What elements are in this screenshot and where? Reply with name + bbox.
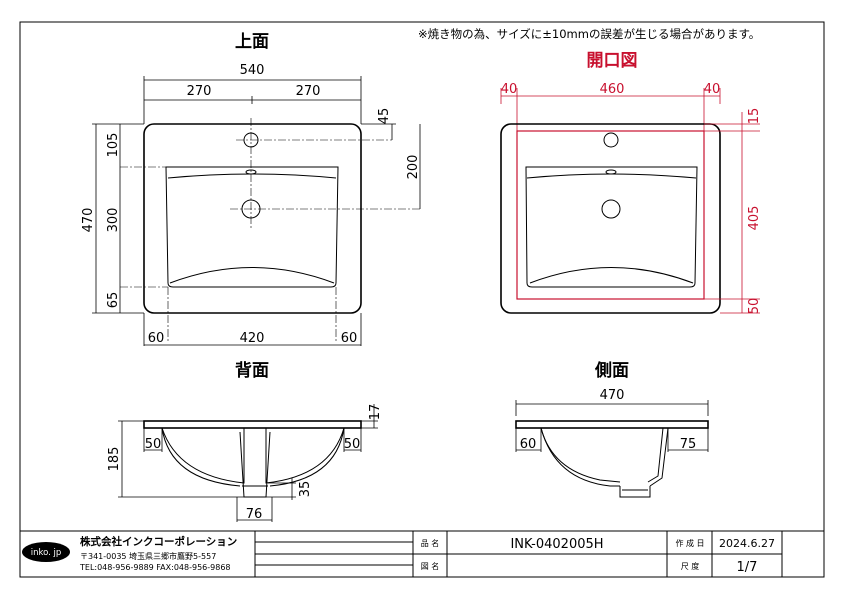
sheet-border [19, 21, 825, 578]
tolerance-note: ※焼き物の為、サイズに±10mmの誤差が生じる場合があります。 [418, 27, 760, 41]
top-view: 上面 540 270 270 45 200 [81, 32, 421, 346]
dim-bowl-width: 420 [240, 331, 265, 346]
title-block: inko. jp 株式会社インクコーポレーション 〒341-0035 埼玉県三郷… [19, 530, 824, 577]
cutout-dim-right: 40 [704, 82, 721, 97]
back-view: 背面 17 50 50 185 35 76 [107, 360, 383, 522]
back-dim-drain-height: 35 [298, 481, 313, 498]
side-dim-depth: 470 [600, 388, 625, 403]
dim-tap-offset: 45 [377, 108, 392, 125]
top-view-title: 上面 [235, 32, 269, 52]
company-logo-text: inko. jp [31, 548, 62, 558]
dim-front-margin: 65 [106, 292, 121, 309]
cutout-dim-back: 15 [747, 108, 762, 125]
cutout-view: 開口図 40 460 40 15 405 50 [500, 51, 762, 315]
dim-left-margin: 60 [148, 331, 165, 346]
company-name: 株式会社インクコーポレーション [80, 535, 237, 548]
dim-drain-offset: 200 [406, 155, 421, 180]
dim-overall-width: 540 [240, 63, 265, 78]
dim-right-half: 270 [296, 84, 321, 99]
company-logo [22, 542, 70, 562]
cutout-dim-front: 50 [747, 298, 762, 315]
company-address: 〒341-0035 埼玉県三郷市鷹野5-557 [80, 551, 216, 561]
dim-overall-depth: 470 [81, 208, 96, 233]
date-value: 2024.6.27 [719, 537, 775, 550]
company-phone: TEL:048-956-9889 FAX:048-956-9868 [79, 563, 231, 572]
side-dim-back-flange: 60 [520, 437, 537, 452]
cutout-view-title: 開口図 [587, 51, 638, 71]
back-dim-right-flange: 50 [344, 437, 361, 452]
cutout-dim-depth: 405 [747, 206, 762, 231]
dim-right-margin: 60 [341, 331, 358, 346]
product-value: INK-0402005H [510, 537, 603, 552]
basin-outline [143, 123, 362, 314]
side-view: 側面 470 60 75 [515, 360, 709, 498]
cutout-opening [516, 130, 705, 300]
back-dim-left-flange: 50 [145, 437, 162, 452]
bowl-outline [165, 166, 339, 288]
side-view-title: 側面 [594, 360, 629, 381]
back-dim-height: 185 [107, 447, 122, 472]
side-rim [515, 420, 709, 429]
dim-bowl-depth: 300 [106, 208, 121, 233]
dim-left-half: 270 [187, 84, 212, 99]
back-dim-drain-width: 76 [246, 507, 263, 522]
scale-value: 1/7 [737, 560, 758, 575]
date-label: 作 成 日 [675, 538, 704, 548]
back-view-title: 背面 [235, 360, 269, 381]
dim-back-margin: 105 [106, 133, 121, 158]
back-drain [239, 431, 271, 498]
drawing-label: 図 名 [421, 561, 440, 571]
scale-label: 尺 度 [681, 561, 700, 571]
side-dim-front-flange: 75 [680, 437, 697, 452]
product-label: 品 名 [421, 538, 440, 548]
back-rim [143, 420, 362, 429]
back-dim-rim: 17 [368, 404, 383, 421]
cutout-dim-width: 460 [600, 82, 625, 97]
cutout-dim-left: 40 [501, 82, 518, 97]
cutout-basin-outline [500, 123, 721, 314]
